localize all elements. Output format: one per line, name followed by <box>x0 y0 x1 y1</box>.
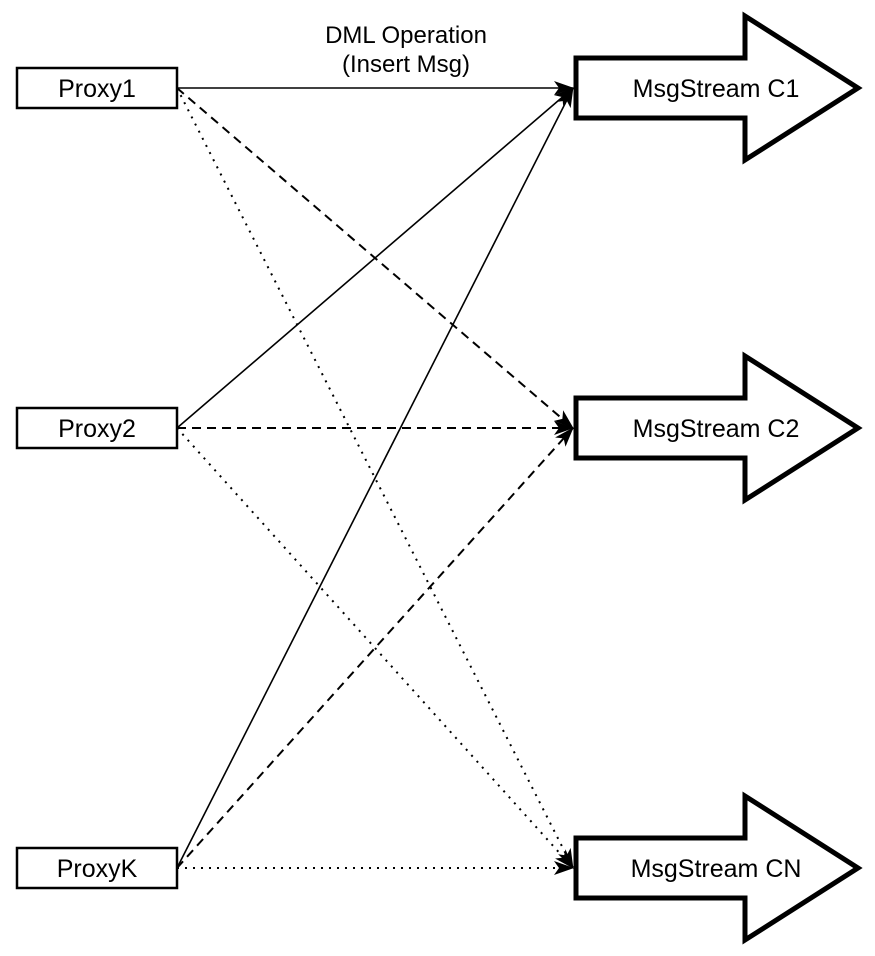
edge-proxy1-to-c2 <box>176 87 574 429</box>
proxy-node-2: Proxy2 <box>15 406 179 450</box>
edge-proxyk-to-c2 <box>176 427 574 869</box>
edges-layer <box>176 81 574 875</box>
msgstream-c1-shape <box>573 11 863 165</box>
proxyk-box <box>15 846 179 890</box>
proxy-node-1: Proxy1 <box>15 66 179 110</box>
msgstream-c2-label: MsgStream C2 <box>633 415 800 443</box>
proxy2-label: Proxy2 <box>58 415 136 443</box>
msgstream-c2-shape <box>573 351 863 505</box>
msgstream-arrow-c1: MsgStream C1 <box>573 11 863 165</box>
edge-label: DML Operation (Insert Msg) <box>325 22 487 78</box>
msgstream-arrow-c2: MsgStream C2 <box>573 351 863 505</box>
proxyk-label: ProxyK <box>57 855 138 883</box>
edge-proxy1-to-cn <box>176 87 574 869</box>
edge-label-line1: DML Operation <box>325 22 487 49</box>
proxy-node-k: ProxyK <box>15 846 179 890</box>
proxy2-box <box>15 406 179 450</box>
msgstream-arrow-cn: MsgStream CN <box>573 791 863 945</box>
proxy1-label: Proxy1 <box>58 75 136 103</box>
edge-proxyk-to-c1 <box>176 87 574 869</box>
proxy1-box <box>15 66 179 110</box>
edge-label-line2: (Insert Msg) <box>342 51 470 78</box>
msgstream-c1-label: MsgStream C1 <box>633 75 800 103</box>
msgstream-cn-shape <box>573 791 863 945</box>
msgstream-cn-label: MsgStream CN <box>631 855 802 883</box>
